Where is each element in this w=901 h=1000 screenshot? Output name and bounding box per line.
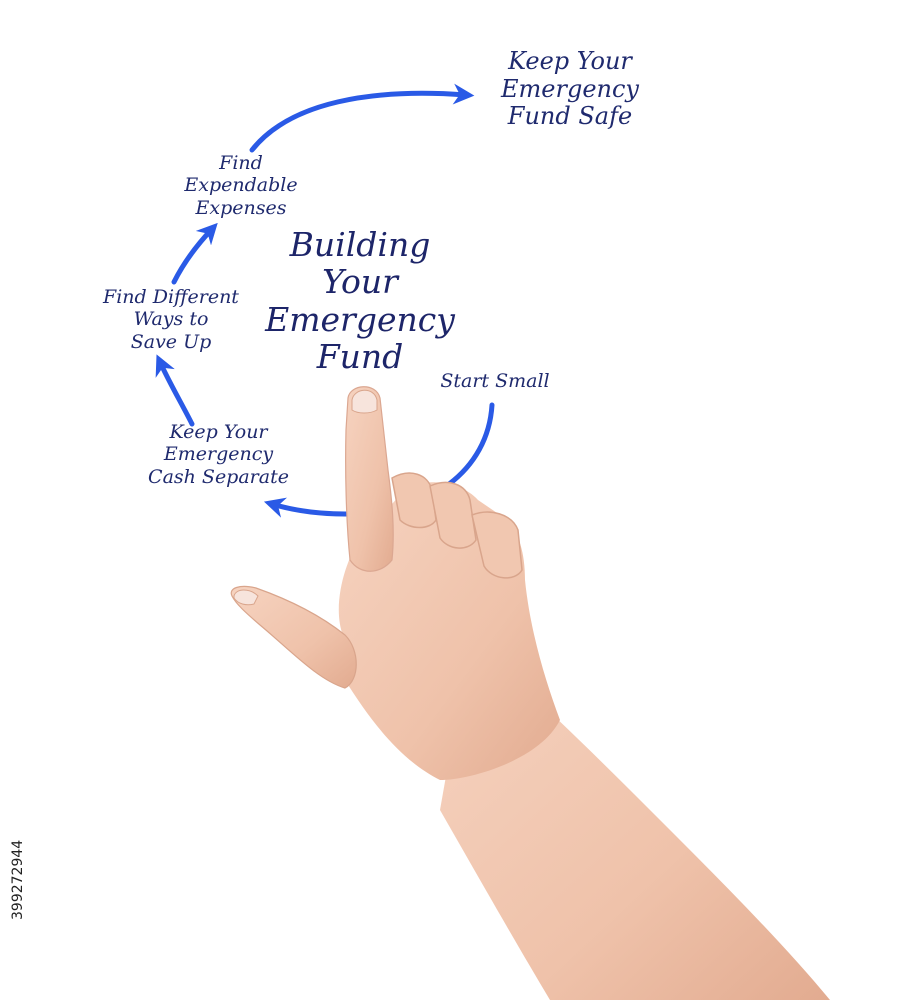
stock-id-watermark: 399272944 bbox=[10, 839, 26, 920]
pointing-hand bbox=[230, 386, 830, 1000]
step-keep-cash-separate: Keep Your Emergency Cash Separate bbox=[148, 421, 289, 488]
step-keep-fund-safe: Keep Your Emergency Fund Safe bbox=[501, 47, 639, 131]
step-find-expendable-expenses: Find Expendable Expenses bbox=[184, 152, 298, 219]
arrow-separate-to-save bbox=[155, 354, 195, 427]
diagram-title: Building Your Emergency Fund bbox=[265, 225, 455, 376]
arrow-expenses-to-safe bbox=[249, 83, 475, 153]
step-start-small: Start Small bbox=[440, 370, 550, 392]
arrow-save-to-expenses bbox=[171, 222, 218, 285]
step-find-ways-to-save: Find Different Ways to Save Up bbox=[103, 286, 239, 353]
